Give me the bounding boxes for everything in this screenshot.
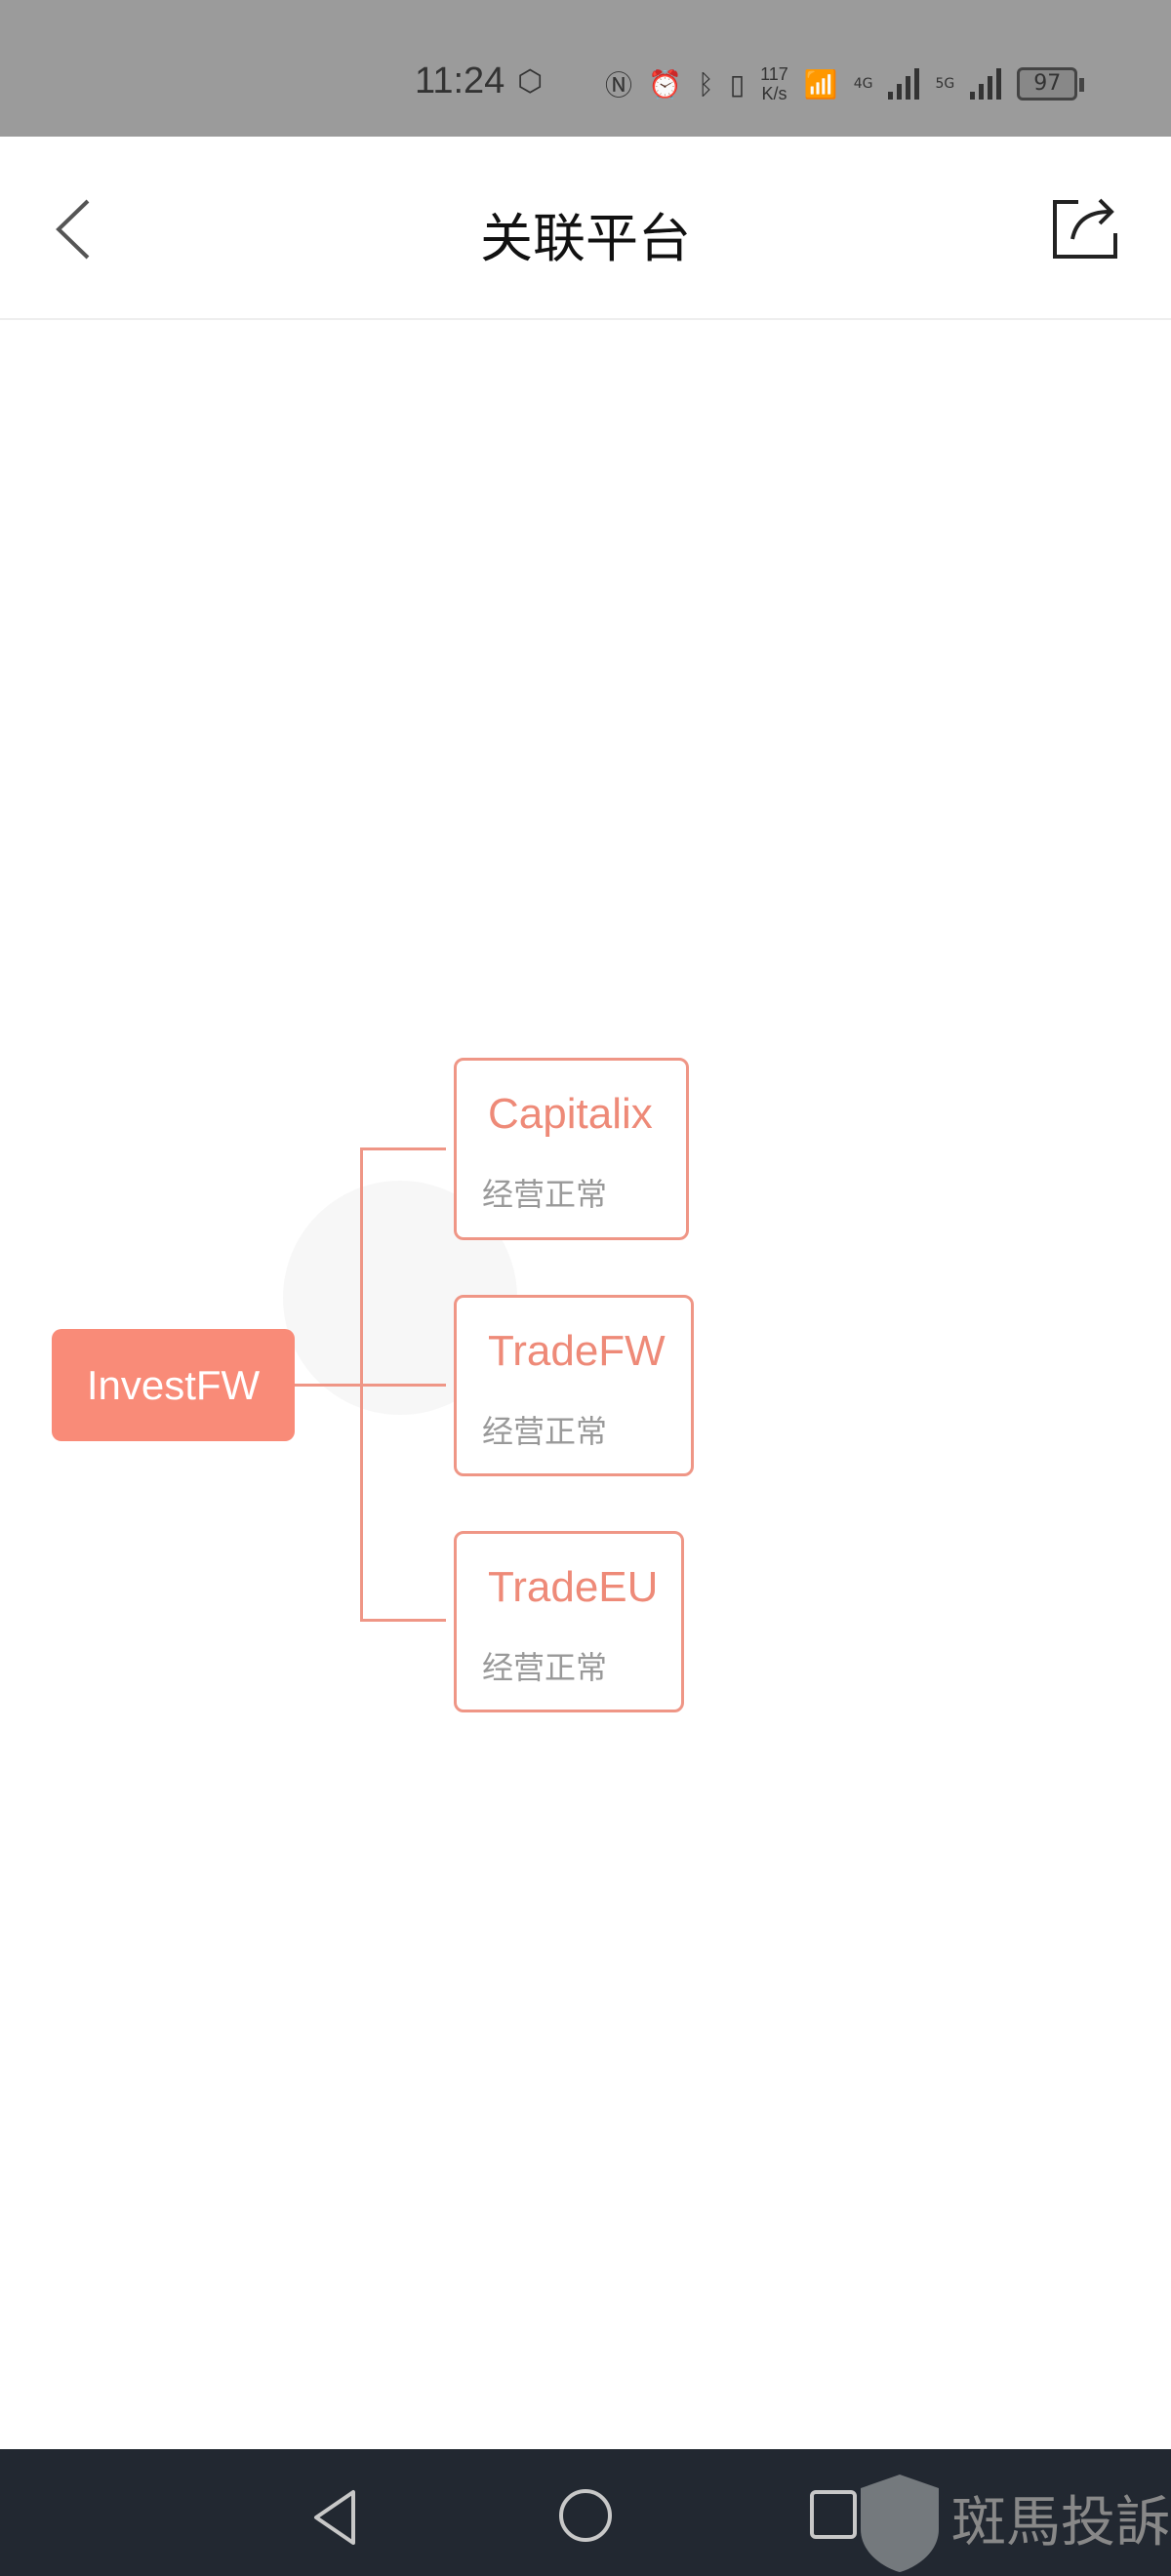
alarm-icon: ⏰ [648,67,682,101]
system-nav-bar: 斑馬投訴 [0,2449,1171,2576]
connector-vertical [360,1147,363,1622]
platform-name: TradeEU [488,1563,659,1611]
signal-icon [970,68,1002,100]
platform-status: 经营正常 [482,1413,608,1450]
nav-home-icon[interactable] [556,2486,615,2545]
net-5g-label: 5G [935,76,955,92]
bluetooth-icon: ᛒ [697,67,714,101]
watermark-brand: 斑馬投訴 [951,2491,1170,2555]
share-icon[interactable] [1049,190,1122,263]
platform-name: Capitalix [488,1090,653,1138]
page-title: 关联平台 [480,208,691,269]
nav-recents-icon[interactable] [808,2488,861,2541]
platform-node[interactable]: TradeEU 经营正常 [454,1531,684,1712]
signal-icon [888,68,920,100]
hand-icon: ⬡ [517,64,544,99]
status-time: 11:24 [415,60,505,101]
net-speed-unit: K/s [761,84,787,103]
platform-status: 经营正常 [482,1176,608,1213]
connector-branch [360,1147,446,1150]
platform-node[interactable]: Capitalix 经营正常 [454,1058,689,1240]
net-speed-value: 117 [760,64,788,84]
platform-status: 经营正常 [482,1649,608,1686]
connector-root [295,1384,446,1387]
wifi-icon: 📶 [803,67,838,101]
net-4g-label: 4G [853,76,873,92]
root-node[interactable]: InvestFW [52,1329,295,1441]
nfc-icon: Ⓝ [605,69,633,101]
nav-back-icon[interactable] [310,2488,359,2547]
zebra-shield-icon [861,2475,939,2572]
connector-branch [360,1619,446,1622]
header: 关联平台 [0,137,1171,320]
platform-node[interactable]: TradeFW 经营正常 [454,1295,694,1476]
battery-icon: 97 [1017,67,1085,101]
vibrate-icon: ▯ [729,67,746,101]
back-icon[interactable] [51,195,109,263]
platform-name: TradeFW [488,1327,666,1375]
